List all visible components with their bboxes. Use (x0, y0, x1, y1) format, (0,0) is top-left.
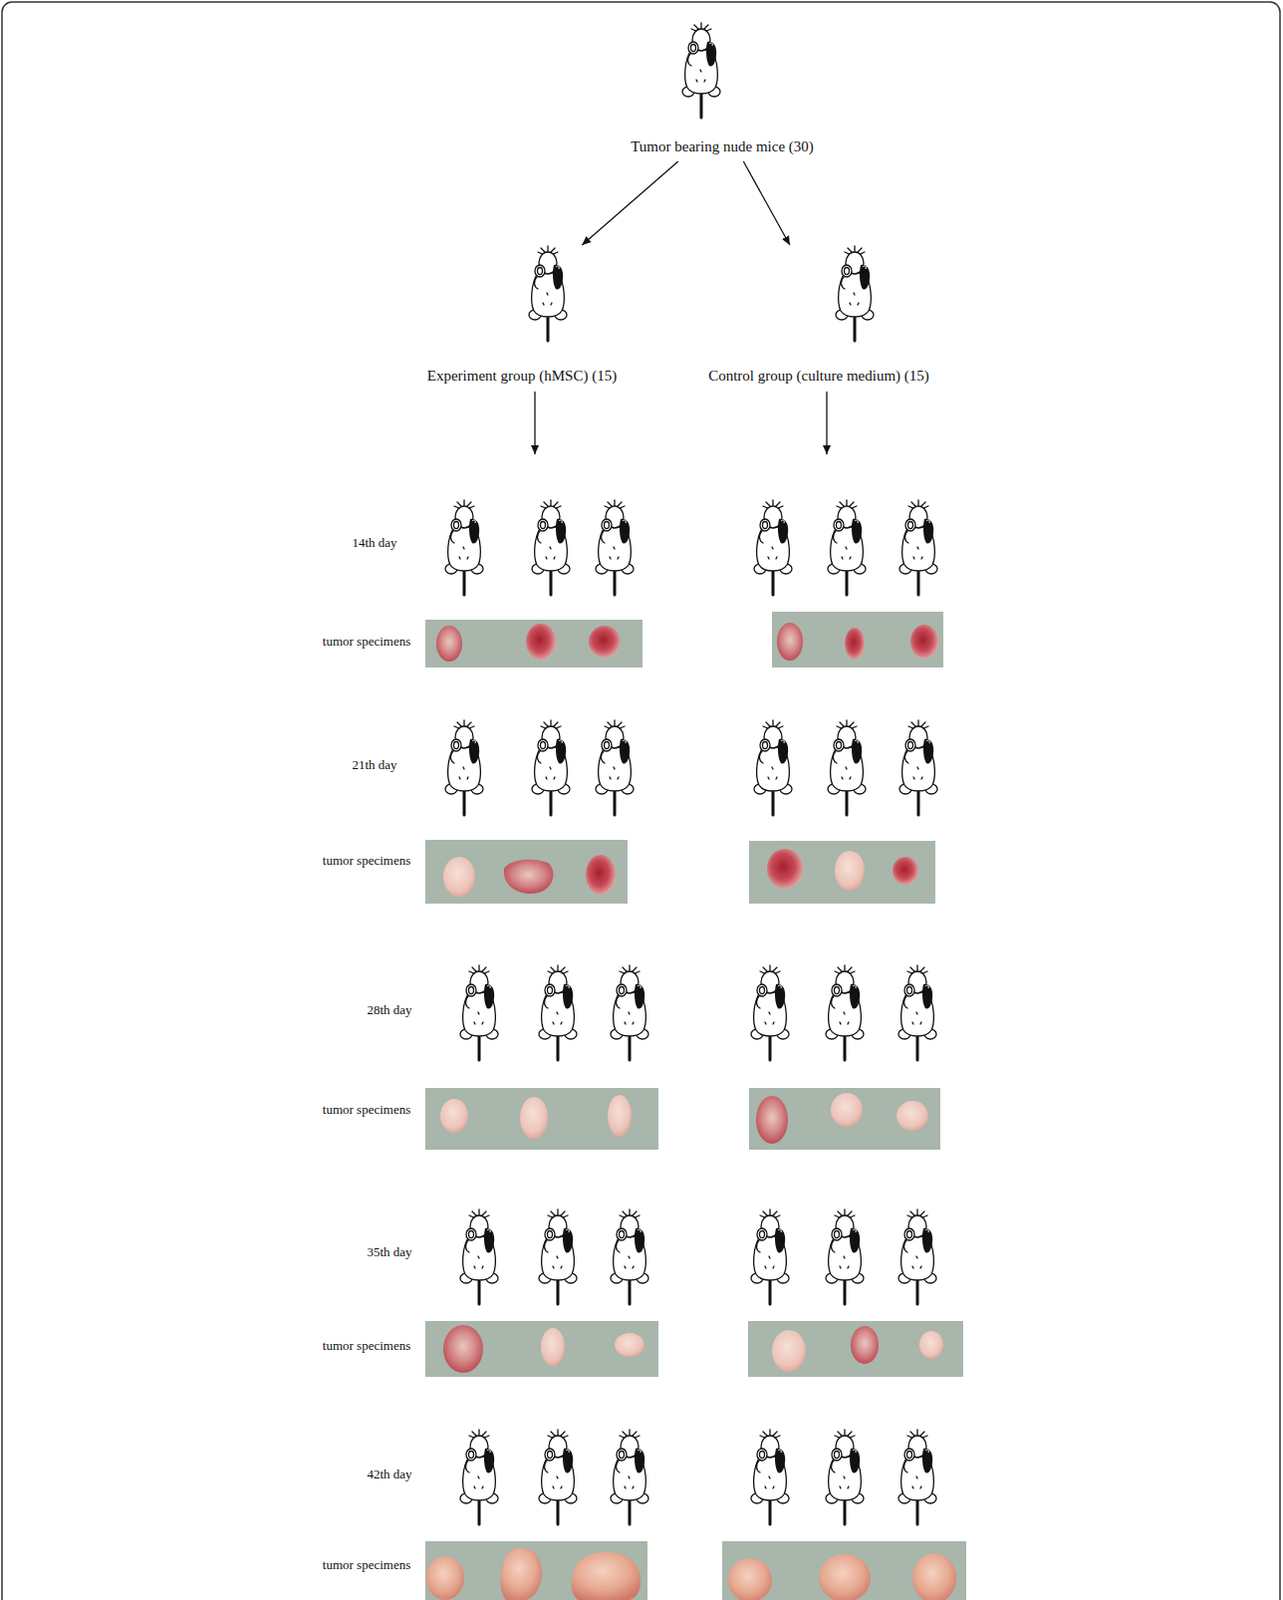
day-label: 35th day (366, 1244, 412, 1261)
group-node: Tumor bearing nude mice (30) (597, 137, 847, 156)
node-text: Control group (culture medium) (15) (708, 366, 930, 385)
down-arrow (533, 391, 535, 455)
down-arrow (825, 391, 827, 455)
row-label: tumor specimens (322, 1337, 411, 1354)
node-text: Tumor bearing nude mice (30) (630, 137, 814, 156)
row-label: tumor specimens (322, 852, 411, 869)
day-label: 14th day (351, 534, 397, 551)
row-label: tumor specimens (322, 1556, 411, 1573)
group-node: Control group (culture medium) (15) (674, 243, 964, 385)
connector-arrow (743, 161, 790, 246)
day-label: 28th day (366, 1002, 412, 1019)
specimen-photo (425, 1087, 941, 1150)
specimen-photo (425, 1540, 967, 1600)
specimen-photo (425, 1320, 964, 1377)
specimen-photo (425, 611, 944, 668)
row-label: tumor specimens (322, 633, 411, 650)
row-label: tumor specimens (322, 1101, 411, 1118)
specimen-photo (425, 839, 936, 904)
day-label: 21th day (351, 757, 397, 773)
node-text: Experiment group (hMSC) (15) (427, 366, 617, 385)
connector-arrow (581, 161, 678, 246)
day-label: 42th day (366, 1466, 412, 1483)
group-node: Experiment group (hMSC) (15) (397, 243, 647, 385)
